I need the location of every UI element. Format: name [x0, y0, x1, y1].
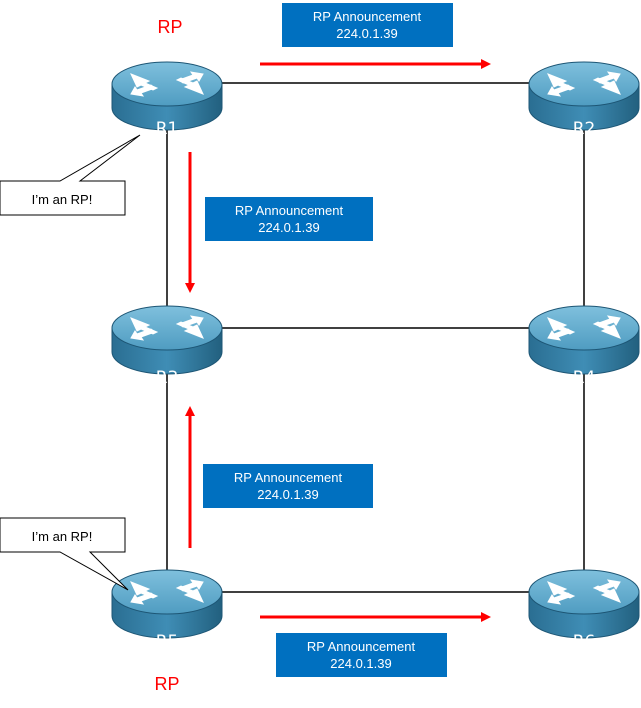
announcement-title: RP Announcement [234, 470, 343, 485]
router-r4[interactable]: R4 [528, 305, 640, 388]
callout-text: I’m an RP! [32, 192, 93, 207]
announcement-box: RP Announcement 224.0.1.39 [205, 197, 373, 241]
router-label: R3 [156, 368, 179, 388]
announcement-arrows [185, 59, 491, 622]
router-label: R2 [573, 119, 596, 139]
router-r5[interactable]: R5 [111, 569, 223, 652]
router-label: R6 [573, 632, 596, 652]
rp-label-r1: RP [157, 17, 182, 37]
callout-text: I’m an RP! [32, 529, 93, 544]
announcement-address: 224.0.1.39 [330, 656, 391, 671]
announcement-title: RP Announcement [313, 9, 422, 24]
announcement-box: RP Announcement 224.0.1.39 [276, 633, 447, 677]
router-r3[interactable]: R3 [111, 305, 223, 388]
router-r1[interactable]: R1 [111, 61, 223, 139]
callout-r1: I’m an RP! [0, 134, 141, 216]
router-label: R5 [156, 632, 179, 652]
announcement-address: 224.0.1.39 [257, 487, 318, 502]
router-label: R1 [156, 119, 179, 139]
announcement-address: 224.0.1.39 [336, 26, 397, 41]
router-label: R4 [573, 368, 596, 388]
router-r6[interactable]: R6 [528, 569, 640, 652]
callout-r5: I’m an RP! [0, 517, 129, 591]
announcement-box: RP Announcement 224.0.1.39 [203, 464, 373, 508]
rp-label-r5: RP [154, 674, 179, 694]
links [166, 82, 585, 593]
announcement-box: RP Announcement 224.0.1.39 [282, 3, 453, 47]
announcement-title: RP Announcement [235, 203, 344, 218]
router-r2[interactable]: R2 [528, 61, 640, 139]
announcement-address: 224.0.1.39 [258, 220, 319, 235]
announcement-title: RP Announcement [307, 639, 416, 654]
